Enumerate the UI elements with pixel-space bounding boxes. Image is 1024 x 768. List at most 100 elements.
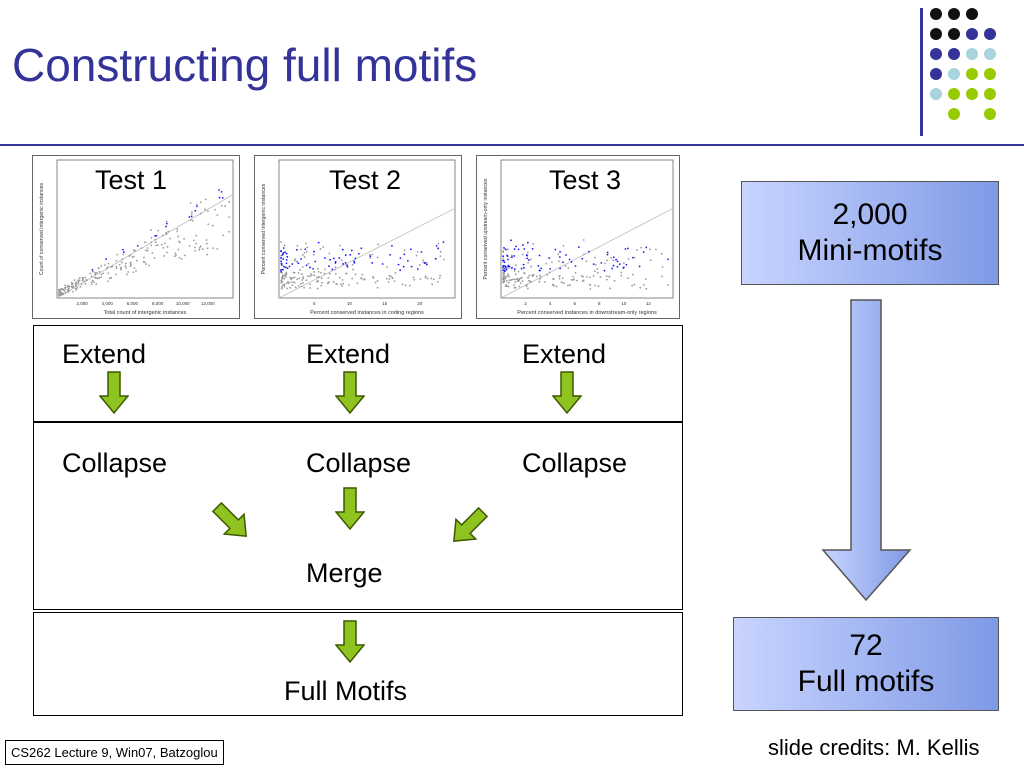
scatter-point — [120, 267, 122, 270]
scatter-point — [399, 269, 402, 272]
scatter-point — [410, 265, 413, 268]
extend-label-1: Extend — [62, 339, 147, 369]
decorative-dot — [930, 8, 942, 20]
scatter-point — [150, 229, 152, 232]
x-tick-label: 10 — [621, 301, 627, 306]
scatter-point — [340, 259, 343, 262]
scatter-point — [329, 258, 332, 261]
decorative-dot — [930, 48, 942, 60]
scatter-point — [437, 247, 440, 250]
scatter-point — [377, 243, 379, 246]
scatter-point — [285, 262, 288, 265]
decorative-dot-grid — [930, 8, 996, 136]
scatter-point — [220, 190, 223, 193]
scatter-point — [328, 265, 330, 267]
scatter-point — [157, 229, 160, 232]
scatter-point — [100, 276, 102, 279]
scatter-point — [581, 280, 584, 282]
scatter-point — [132, 255, 135, 258]
scatter-point — [623, 262, 625, 265]
scatter-point — [371, 262, 373, 264]
scatter-point — [135, 269, 137, 272]
scatter-point — [438, 277, 441, 280]
scatter-point — [507, 258, 509, 261]
diagonal-reference-line — [278, 207, 456, 299]
scatter-point — [432, 278, 435, 281]
scatter-point — [519, 282, 522, 285]
scatter-point — [559, 250, 561, 253]
scatter-point — [122, 253, 125, 256]
plot-frame — [278, 159, 456, 299]
scatter-point — [76, 287, 79, 289]
scatter-point — [660, 253, 663, 255]
scatter-point — [529, 258, 532, 261]
scatter-point — [150, 244, 153, 247]
scatter-point — [361, 273, 364, 276]
scatter-point — [521, 253, 524, 256]
scatter-point — [300, 258, 302, 260]
scatter-point — [374, 281, 377, 284]
scatter-point — [163, 255, 166, 257]
scatter-point — [638, 265, 641, 268]
scatter-point — [64, 292, 67, 294]
scatter-point — [331, 268, 334, 271]
scatter-point — [507, 281, 510, 284]
scatter-point — [122, 248, 124, 251]
scatter-point — [510, 279, 513, 281]
scatter-point — [508, 265, 511, 268]
scatter-point — [517, 248, 520, 251]
scatter-point — [341, 285, 344, 287]
scatter-point — [596, 271, 599, 274]
decorative-dot — [948, 68, 960, 80]
scatter-point — [144, 249, 147, 252]
scatter-point — [286, 287, 289, 290]
scatter-point — [525, 254, 528, 256]
scatter-point — [124, 265, 127, 267]
scatter-point — [505, 268, 508, 271]
scatter-point — [154, 234, 157, 237]
scatter-point — [518, 285, 521, 288]
x-tick-label: 12,000 — [201, 301, 215, 306]
scatter-point — [385, 277, 388, 280]
scatter-point — [507, 248, 509, 251]
slide-title: Constructing full motifs — [12, 39, 478, 91]
scatter-point — [89, 272, 92, 275]
scatter-point — [199, 212, 202, 215]
scatter-point — [191, 219, 194, 222]
decorative-dot — [984, 28, 996, 40]
scatter-point — [133, 267, 136, 270]
scatter-point — [289, 286, 292, 289]
scatter-point — [425, 263, 428, 266]
scatter-point — [537, 264, 540, 267]
scatter-point — [391, 277, 394, 280]
scatter-point — [513, 270, 516, 272]
scatter-point — [228, 216, 231, 218]
scatter-point — [506, 254, 508, 257]
scatter-point — [426, 277, 429, 280]
scatter-point — [340, 283, 342, 286]
scatter-point — [75, 284, 77, 287]
scatter-point — [129, 253, 132, 256]
scatter-point — [502, 276, 505, 279]
scatter-point — [401, 283, 404, 286]
scatter-point — [79, 285, 82, 288]
scatter-point — [372, 275, 374, 278]
scatter-point — [523, 248, 526, 250]
scatter-point — [317, 275, 320, 278]
scatter-point — [189, 219, 192, 221]
scatter-point — [522, 244, 524, 246]
scatter-point — [505, 249, 508, 251]
scatter-point — [77, 280, 80, 283]
scatter-point — [211, 224, 214, 227]
scatter-point — [300, 285, 303, 288]
decorative-dot — [948, 8, 960, 20]
scatter-point — [281, 285, 283, 288]
scatter-point — [503, 247, 505, 249]
scatter-point — [503, 278, 506, 281]
scatter-point — [528, 259, 530, 262]
scatter-point — [115, 265, 118, 268]
scatter-point — [83, 280, 86, 283]
scatter-point — [307, 262, 310, 265]
scatter-point — [282, 258, 285, 261]
scatter-point — [151, 252, 154, 254]
